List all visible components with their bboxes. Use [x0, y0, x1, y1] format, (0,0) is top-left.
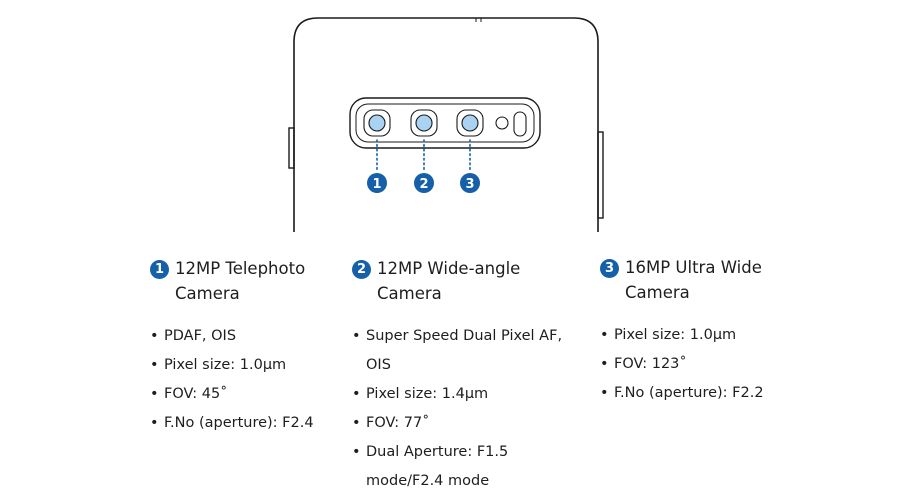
feature-item: •F.No (aperture): F2.2 — [600, 385, 764, 401]
feature-item: •F.No (aperture): F2.4 — [150, 415, 314, 431]
telephoto-lens — [363, 109, 391, 137]
lens-marker-2-label: 2 — [419, 177, 428, 192]
feature-list: •PDAF, OIS •Pixel size: 1.0μm •FOV: 45˚ … — [150, 322, 314, 438]
feature-item: •PDAF, OIS — [150, 328, 237, 344]
feature-item: •Super Speed Dual Pixel AF,OIS — [352, 328, 563, 373]
feature-list: •Super Speed Dual Pixel AF,OIS •Pixel si… — [352, 322, 562, 496]
sensor-circle — [495, 116, 509, 130]
camera-title-line: 12MP Wide-angle — [377, 259, 521, 278]
flash-pill — [513, 111, 527, 137]
feature-item: •FOV: 45˚ — [150, 386, 228, 402]
phone-body-outline — [293, 17, 599, 232]
spec-heading: 1 12MP Telephoto Camera — [150, 256, 314, 306]
camera-title-line: 16MP Ultra Wide — [625, 258, 762, 277]
ultra-wide-lens — [456, 109, 484, 137]
telephoto-spec-column: 1 12MP Telephoto Camera •PDAF, OIS •Pixe… — [150, 256, 314, 438]
lens-marker-3: 3 — [460, 173, 480, 193]
number-badge: 1 — [150, 260, 169, 279]
camera-title: 16MP Ultra Wide Camera — [625, 255, 762, 305]
camera-title-line: Camera — [377, 284, 442, 303]
camera-module — [349, 97, 541, 149]
camera-title-line: Camera — [175, 284, 240, 303]
feature-list: •Pixel size: 1.0μm •FOV: 123˚ •F.No (ape… — [600, 321, 764, 408]
lens-marker-2: 2 — [414, 173, 434, 193]
phone-illustration: 1 2 3 — [288, 17, 604, 232]
feature-item: •Pixel size: 1.0μm — [600, 327, 737, 343]
feature-item: •FOV: 123˚ — [600, 356, 687, 372]
feature-item: •FOV: 77˚ — [352, 415, 430, 431]
camera-module-inner — [355, 103, 535, 143]
number-badge: 2 — [352, 260, 371, 279]
spec-heading: 3 16MP Ultra Wide Camera — [600, 255, 764, 305]
wide-angle-spec-column: 2 12MP Wide-angle Camera •Super Speed Du… — [352, 256, 562, 496]
camera-title-line: 12MP Telephoto — [175, 259, 306, 278]
lens-marker-1: 1 — [367, 173, 387, 193]
spec-heading: 2 12MP Wide-angle Camera — [352, 256, 562, 306]
number-badge: 3 — [600, 259, 619, 278]
left-side-button — [288, 127, 295, 169]
wide-angle-lens — [410, 109, 438, 137]
camera-title-line: Camera — [625, 283, 690, 302]
right-side-button — [597, 131, 604, 219]
camera-title: 12MP Telephoto Camera — [175, 256, 305, 306]
ultra-wide-spec-column: 3 16MP Ultra Wide Camera •Pixel size: 1.… — [600, 255, 764, 408]
camera-title: 12MP Wide-angle Camera — [377, 256, 520, 306]
feature-item: •Pixel size: 1.0μm — [150, 357, 287, 373]
lens-marker-1-label: 1 — [372, 177, 381, 192]
lens-marker-3-label: 3 — [465, 177, 474, 192]
feature-item: •Pixel size: 1.4μm — [352, 386, 489, 402]
